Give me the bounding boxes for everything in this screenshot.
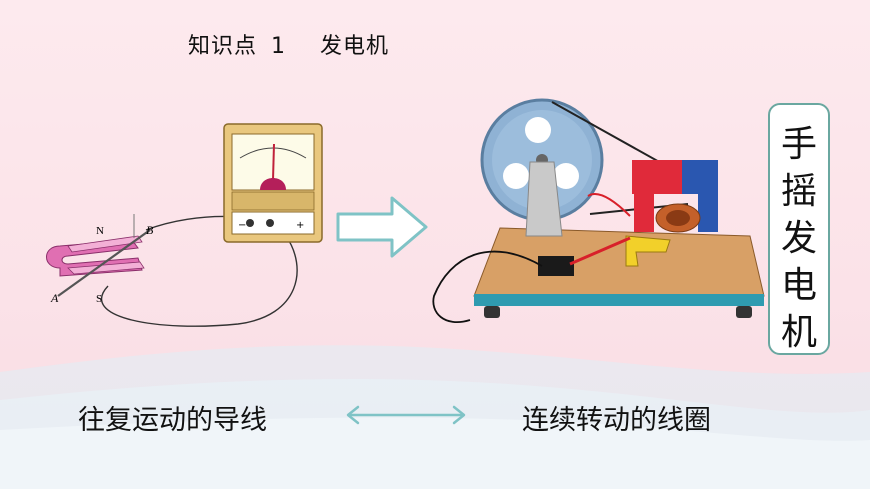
heading-topic: 发电机 (320, 34, 390, 59)
side-title-char-3: 发 (780, 218, 817, 259)
side-title-char-1: 手 (780, 124, 817, 165)
label-s: S (96, 293, 102, 305)
meter-minus: − (238, 220, 246, 231)
side-title-box: 手 摇 发 电 机 (768, 103, 830, 355)
caption-right: 连续转动的线圈 (522, 405, 711, 436)
caption-left: 往复运动的导线 (78, 405, 267, 436)
heading-number: 1 (271, 34, 287, 59)
meter-plus: + (296, 220, 304, 231)
galvanometer: − + (223, 123, 323, 243)
label-n: N (96, 225, 104, 237)
page-heading: 知识点 1 发电机 (188, 28, 389, 60)
double-arrow-icon (346, 405, 466, 425)
side-title-char-4: 电 (780, 265, 817, 306)
heading-prefix: 知识点 (188, 34, 258, 59)
side-title-char-2: 摇 (780, 171, 817, 212)
label-b: B (146, 223, 154, 237)
label-a: A (50, 291, 59, 305)
side-title-char-5: 机 (780, 312, 817, 353)
hand-crank-generator (432, 98, 765, 323)
right-arrow-icon (336, 196, 428, 258)
magnet-wire-diagram: N S A B − + (46, 123, 323, 327)
